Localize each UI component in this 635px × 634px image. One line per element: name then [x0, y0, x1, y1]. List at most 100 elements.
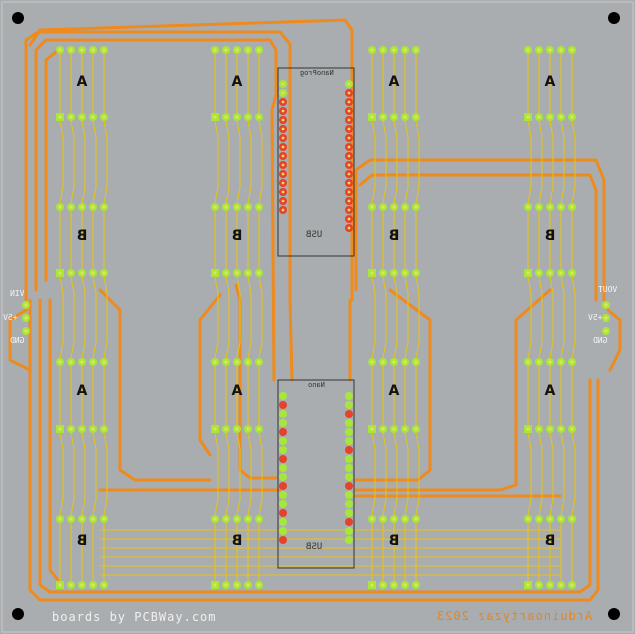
- mounting-hole: [608, 608, 620, 620]
- pad-hole: [414, 360, 418, 364]
- block-letter: A: [388, 74, 399, 90]
- trace: [234, 283, 278, 480]
- pad-hole: [526, 583, 530, 587]
- pad-hole: [235, 48, 239, 52]
- pad-hole: [347, 217, 351, 221]
- signal-trace: [258, 276, 263, 359]
- pad-hole: [69, 271, 73, 275]
- pad-hole: [403, 115, 407, 119]
- trace: [34, 38, 278, 292]
- pad-hole: [381, 517, 385, 521]
- trace-top-bus: [28, 18, 354, 302]
- pad-hole: [559, 271, 563, 275]
- pad-hole: [548, 427, 552, 431]
- usb-label-top: USB: [306, 230, 323, 240]
- pad-hole: [559, 115, 563, 119]
- module-pad: [279, 491, 287, 499]
- pad-hole: [548, 517, 552, 521]
- pad-hole: [537, 517, 541, 521]
- pad-hole: [403, 517, 407, 521]
- pad-hole: [570, 427, 574, 431]
- signal-trace: [247, 432, 252, 516]
- pad-hole: [403, 48, 407, 52]
- signal-trace: [103, 120, 108, 204]
- pad-hole: [381, 205, 385, 209]
- module-pad: [345, 419, 353, 427]
- signal-trace: [538, 432, 543, 516]
- pad-hole: [370, 48, 374, 52]
- signal-trace: [560, 276, 565, 359]
- pad-hole: [381, 115, 385, 119]
- pad-hole: [281, 172, 285, 176]
- usb-label-bottom: USB: [306, 542, 323, 552]
- pad-hole: [570, 360, 574, 364]
- pad-hole: [392, 583, 396, 587]
- signal-trace: [81, 120, 86, 204]
- module-pad: [279, 464, 287, 472]
- pad-hole: [347, 127, 351, 131]
- pad-hole: [24, 316, 28, 320]
- pad-hole: [257, 48, 261, 52]
- right-conn-label-gnd: GND: [593, 336, 608, 345]
- trace: [270, 93, 278, 382]
- module-pad: [345, 473, 353, 481]
- pad-hole: [102, 48, 106, 52]
- signal-trace: [527, 120, 532, 204]
- pad-hole: [281, 190, 285, 194]
- signal-trace: [404, 276, 409, 359]
- silkscreen-footer: boards by PCBWay.com: [52, 610, 217, 624]
- module-nano-outline: [277, 379, 355, 569]
- pad-hole: [91, 115, 95, 119]
- pad-hole: [347, 100, 351, 104]
- pad-hole: [347, 163, 351, 167]
- signal-trace: [549, 120, 554, 204]
- mounting-hole: [12, 12, 24, 24]
- pad-hole: [224, 583, 228, 587]
- pad-hole: [381, 271, 385, 275]
- trace: [8, 308, 32, 372]
- block-letter: B: [77, 533, 88, 549]
- pad-hole: [537, 271, 541, 275]
- signal-trace: [560, 120, 565, 204]
- signal-trace: [59, 120, 64, 204]
- module-label-nano: Nano: [308, 381, 325, 389]
- pad-hole: [370, 205, 374, 209]
- pad-hole: [281, 199, 285, 203]
- pad-hole: [69, 583, 73, 587]
- module-pad: [279, 401, 287, 409]
- pad-hole: [414, 583, 418, 587]
- trace: [198, 293, 222, 457]
- pad-hole: [58, 583, 62, 587]
- signal-trace: [393, 276, 398, 359]
- pad-hole: [281, 127, 285, 131]
- signal-trace: [382, 276, 387, 359]
- pad-hole: [414, 517, 418, 521]
- pad-hole: [537, 360, 541, 364]
- pad-hole: [246, 517, 250, 521]
- pad-hole: [257, 360, 261, 364]
- pad-hole: [235, 517, 239, 521]
- signal-trace: [415, 120, 420, 204]
- module-pad: [279, 509, 287, 517]
- pad-hole: [548, 360, 552, 364]
- pad-hole: [370, 583, 374, 587]
- pad-hole: [80, 205, 84, 209]
- pad-hole: [58, 205, 62, 209]
- signal-trace: [103, 432, 108, 516]
- pad-hole: [69, 48, 73, 52]
- pad-hole: [91, 517, 95, 521]
- block-letter: B: [389, 228, 400, 244]
- pad-hole: [347, 172, 351, 176]
- pad-hole: [246, 205, 250, 209]
- pad-hole: [69, 115, 73, 119]
- signal-trace: [404, 432, 409, 516]
- pad-hole: [526, 115, 530, 119]
- signal-trace: [59, 276, 64, 359]
- pad-hole: [257, 205, 261, 209]
- block-letter: B: [389, 533, 400, 549]
- module-pad: [345, 392, 353, 400]
- signal-trace: [415, 276, 420, 359]
- pad-hole: [526, 48, 530, 52]
- block-letter: A: [76, 383, 87, 399]
